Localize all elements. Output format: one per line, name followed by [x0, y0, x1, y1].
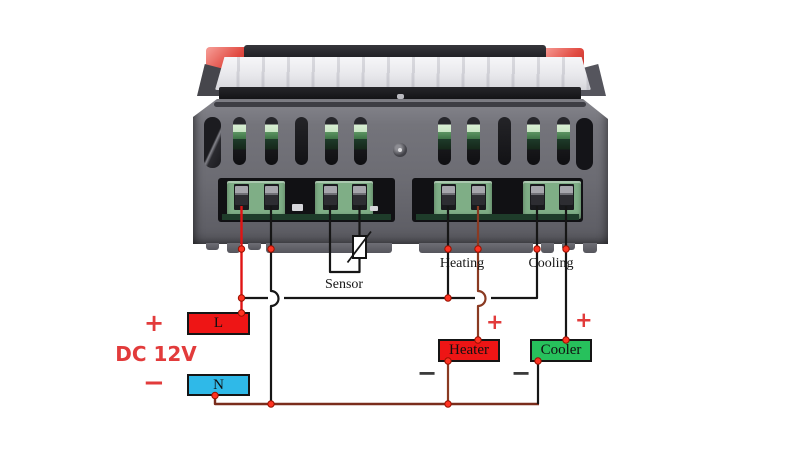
terminal-screw — [442, 186, 455, 205]
vent-slot — [354, 117, 367, 165]
supply-plus-sign: + — [144, 309, 165, 337]
pcb-edge — [222, 214, 391, 220]
heater-minus-sign: − — [417, 359, 438, 387]
pcb-component — [292, 204, 303, 211]
sensor-label: Sensor — [324, 277, 364, 292]
mounting-tab — [562, 243, 575, 250]
vent-slot — [557, 117, 570, 165]
vent-slot — [527, 117, 540, 165]
front-bezel-top-edge — [244, 45, 546, 60]
live-box: L — [187, 312, 250, 335]
cooling-label: Cooling — [528, 256, 574, 271]
vent-slot — [295, 117, 308, 165]
housing-top-edge — [219, 87, 581, 100]
heater-label: Heater — [449, 342, 489, 358]
terminal-hole — [530, 184, 545, 210]
terminal-screw — [235, 186, 248, 205]
case-screw-pin — [398, 148, 402, 152]
terminal-hole — [441, 184, 456, 210]
housing-groove — [214, 102, 586, 107]
mounting-tab — [206, 243, 219, 250]
pcb-edge — [416, 214, 579, 220]
supply-voltage-label: DC 12V — [115, 342, 197, 366]
vent-slot — [325, 117, 338, 165]
mounting-tab — [541, 243, 554, 253]
housing-seam-pin — [397, 94, 404, 99]
neutral-box: N — [187, 374, 250, 396]
terminal-hole — [471, 184, 486, 210]
mounting-tab — [227, 243, 240, 253]
cooler-label: Cooler — [540, 342, 582, 358]
cooler-box: Cooler — [530, 339, 592, 362]
terminal-hole — [234, 184, 249, 210]
panel-top-surface — [215, 57, 591, 90]
heating-label: Heating — [439, 256, 485, 271]
terminal-screw — [324, 186, 337, 205]
mounting-tab — [248, 243, 261, 250]
cooler-minus-sign: − — [511, 359, 532, 387]
terminal-screw — [560, 186, 573, 205]
terminal-hole — [264, 184, 279, 210]
mounting-tab — [583, 243, 597, 253]
mounting-rail — [266, 243, 392, 253]
cooler-plus-sign: + — [575, 308, 593, 332]
neutral-label: N — [213, 376, 224, 393]
terminal-hole — [559, 184, 574, 210]
heater-plus-sign: + — [486, 310, 504, 334]
terminal-hole — [352, 184, 367, 210]
terminal-screw — [531, 186, 544, 205]
side-window-left — [204, 117, 221, 168]
vent-slot — [233, 117, 246, 165]
terminal-recess-left — [218, 178, 395, 222]
live-label: L — [213, 315, 224, 331]
side-window-right — [576, 118, 593, 170]
vent-slot — [467, 117, 480, 165]
housing-body — [193, 99, 608, 244]
supply-minus-sign: − — [143, 368, 165, 398]
mounting-rail — [419, 243, 533, 253]
vent-slot — [498, 117, 511, 165]
heater-box: Heater — [438, 339, 500, 362]
vent-slot — [438, 117, 451, 165]
pcb-component — [370, 206, 378, 211]
terminal-hole — [323, 184, 338, 210]
vent-slot — [265, 117, 278, 165]
terminal-screw — [353, 186, 366, 205]
terminal-screw — [472, 186, 485, 205]
terminal-screw — [265, 186, 278, 205]
terminal-recess-right — [412, 178, 583, 222]
